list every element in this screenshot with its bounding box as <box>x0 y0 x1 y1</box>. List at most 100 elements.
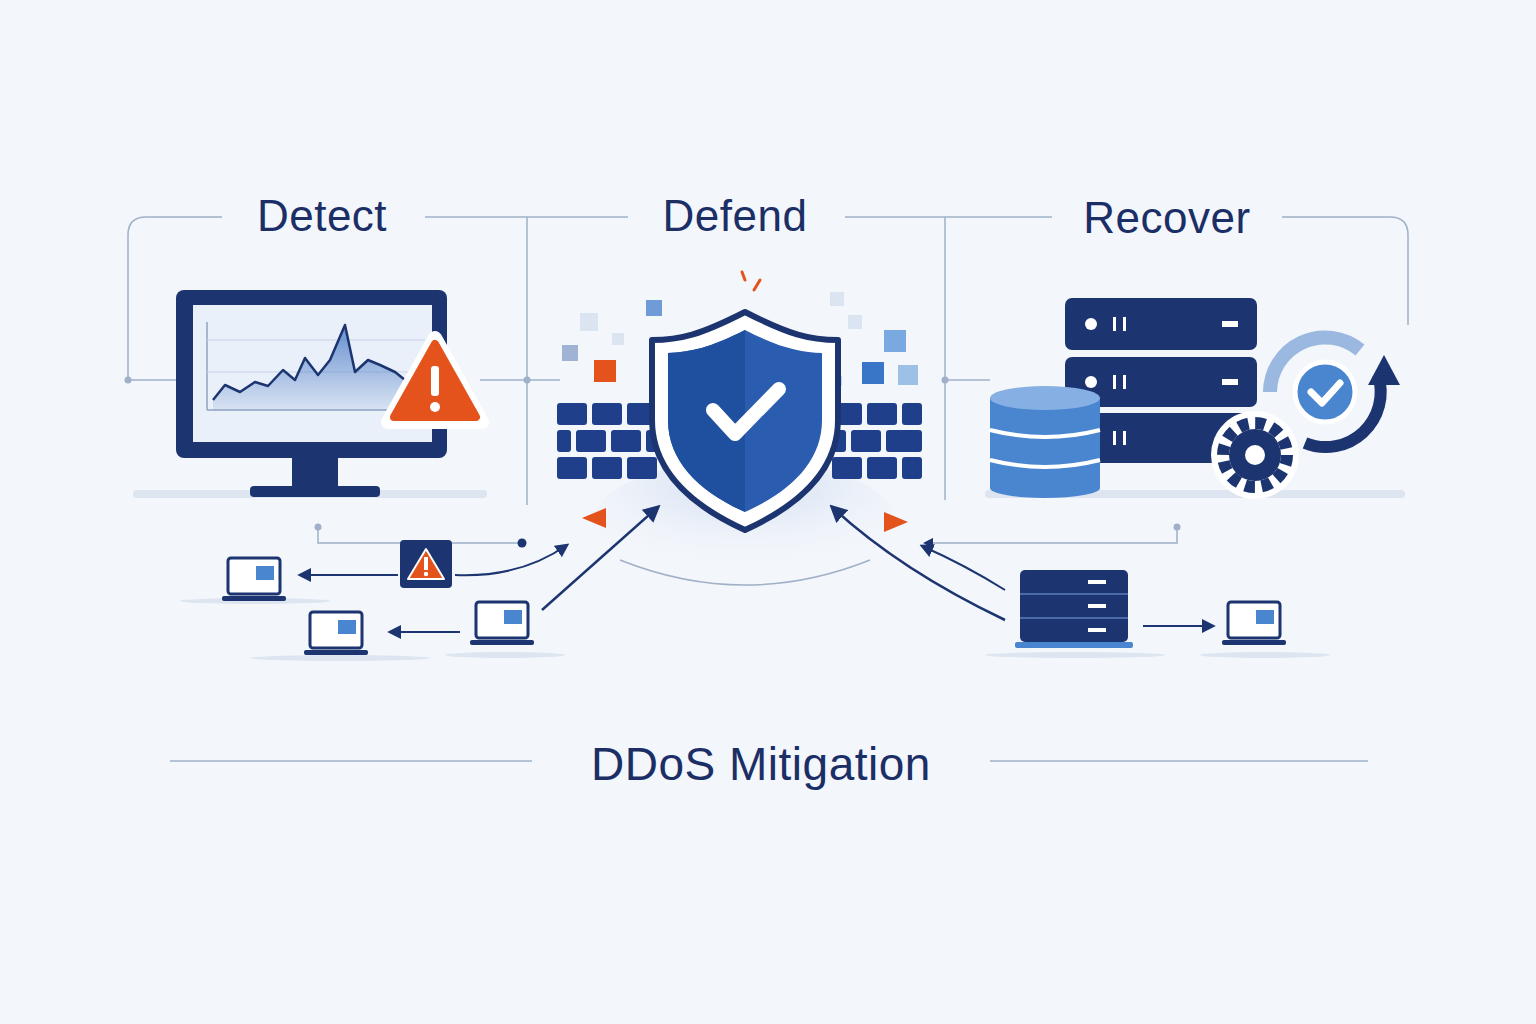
floating-squares-part <box>848 315 862 329</box>
network-left-part <box>250 655 430 661</box>
recovery-cycle-part <box>1295 362 1355 422</box>
server-stack-part <box>1113 317 1116 331</box>
recovery-cycle-part <box>1311 383 1340 403</box>
frame-lines-part <box>945 379 990 381</box>
frame-lines-part <box>524 377 531 384</box>
network-right-part <box>832 507 1005 620</box>
server-stack <box>985 298 1405 498</box>
floating-squares-part <box>754 280 760 290</box>
stage-heading: Recover <box>1083 193 1250 243</box>
shield-icon-part <box>668 330 822 512</box>
server-stack-part <box>1085 318 1097 330</box>
firewall-bricks-part <box>902 457 922 479</box>
firewall-bricks-part <box>592 403 622 425</box>
frame-lines-part <box>526 217 528 505</box>
frame-lines-part <box>128 379 176 381</box>
monitor-icon-part <box>206 322 208 410</box>
stage-heading: Detect <box>257 191 387 241</box>
server-stack-part <box>1085 376 1097 388</box>
glow-arc-part <box>620 560 870 585</box>
warning-icon-part <box>394 344 476 417</box>
firewall-bricks-part <box>886 430 922 452</box>
gear-icon <box>1211 411 1299 499</box>
network-right-part <box>1020 593 1128 595</box>
network-left-part <box>455 545 567 575</box>
monitor-icon-part <box>213 325 405 400</box>
network-right-part <box>985 652 1165 658</box>
database-icon-part <box>990 460 1100 467</box>
frame-lines-part <box>944 217 946 500</box>
network-right-part <box>1088 628 1106 632</box>
network-left <box>180 507 658 661</box>
database-icon-part <box>990 478 1100 498</box>
network-right-part <box>1143 625 1213 627</box>
database-icon-part <box>990 430 1100 437</box>
stage-heading: Defend <box>663 191 808 241</box>
frame-lines-part <box>480 379 560 381</box>
firewall-bricks-part <box>902 403 922 425</box>
network-left-part <box>222 558 286 601</box>
network-left-part <box>408 549 444 579</box>
frame-lines-part <box>845 216 1052 218</box>
floating-squares-part <box>742 272 745 280</box>
warning-icon-part <box>388 338 482 422</box>
network-left-part <box>445 652 565 658</box>
gear-icon-part <box>1229 429 1281 481</box>
gear-icon-part <box>1223 423 1287 487</box>
firewall-bricks-part <box>557 403 587 425</box>
database-icon-part <box>990 398 1100 488</box>
floating-squares-part <box>830 292 844 306</box>
monitor-icon-part <box>213 325 405 410</box>
firewall-bricks-part <box>557 457 587 479</box>
shield-icon-part <box>652 312 838 530</box>
firewall-bricks-part <box>611 430 641 452</box>
floating-squares-part <box>594 360 616 382</box>
network-left-part <box>390 631 460 633</box>
monitor-icon <box>133 290 487 498</box>
gear-icon-part <box>1245 445 1265 465</box>
network-left-part <box>542 507 658 610</box>
shield-icon-part <box>668 330 745 512</box>
frame-lines-part <box>1282 217 1408 325</box>
network-right-part <box>1020 570 1128 642</box>
floating-squares-part <box>898 365 918 385</box>
server-stack-part <box>1113 431 1116 445</box>
network-right-part <box>1020 617 1128 619</box>
network-right-part <box>1088 580 1106 584</box>
network-right-part <box>1015 642 1133 648</box>
floating-squares-part <box>612 333 624 345</box>
network-left-part <box>315 524 322 531</box>
firewall-bricks-part <box>627 457 657 479</box>
recovery-cycle-part <box>1368 355 1400 385</box>
firewall-bricks-part <box>867 403 897 425</box>
orange-markers-part <box>582 508 606 528</box>
diagram-title: DDoS Mitigation <box>591 737 931 791</box>
network-left-part <box>518 539 527 548</box>
firewall-bricks-part <box>557 430 571 452</box>
monitor-icon-part <box>207 340 425 341</box>
warning-icon-part <box>431 366 439 396</box>
server-stack-part <box>1123 375 1126 389</box>
network-left-part <box>424 572 428 576</box>
monitor-icon-part <box>292 458 338 488</box>
network-right-part <box>1222 602 1286 645</box>
network-left-part <box>424 557 428 570</box>
title-rules-part <box>170 760 532 762</box>
monitor-icon-part <box>176 290 447 458</box>
floating-squares-part <box>862 362 884 384</box>
network-left-part <box>470 602 534 645</box>
shield-icon-part <box>713 389 779 434</box>
network-right-part <box>1174 524 1181 531</box>
network-left-part <box>304 612 368 655</box>
monitor-icon-part <box>250 486 380 497</box>
database-icon <box>990 386 1100 498</box>
floating-squares-part <box>580 313 598 331</box>
network-left-part <box>400 540 452 588</box>
server-stack-part <box>1123 431 1126 445</box>
network-right-part <box>925 527 1177 543</box>
firewall-bricks-part <box>867 457 897 479</box>
server-stack-part <box>1222 379 1238 385</box>
firewall-bricks-part <box>851 430 881 452</box>
orange-markers <box>582 508 908 532</box>
